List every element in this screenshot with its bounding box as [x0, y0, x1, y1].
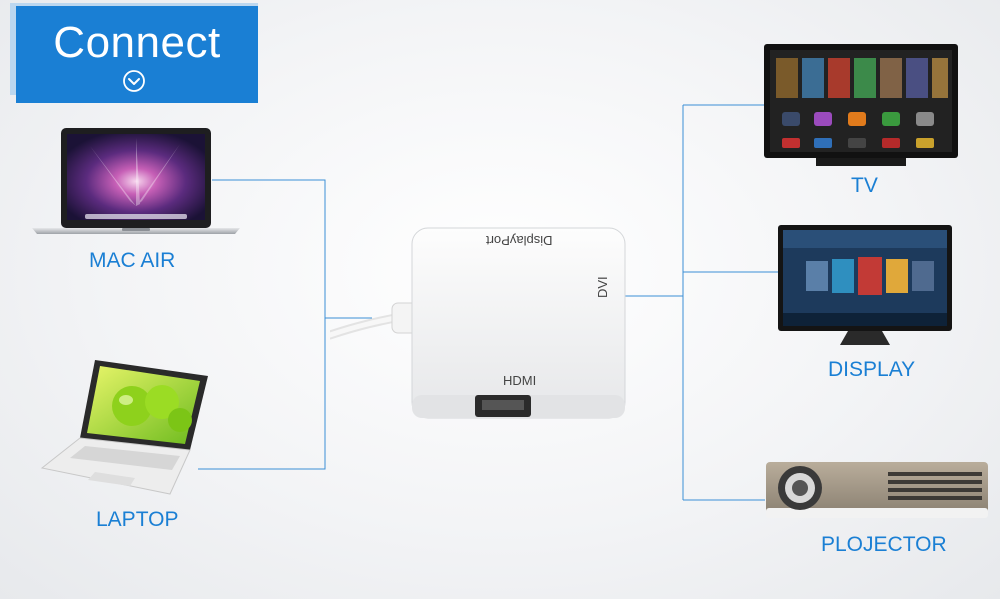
output-label-projector: PLOJECTOR — [821, 533, 947, 556]
adapter-label-hdmi: HDMI — [503, 373, 537, 388]
output-label-tv: TV — [851, 174, 878, 197]
chevron-down-circle-icon — [123, 70, 145, 92]
adapter-label-dvi: DVI — [595, 276, 610, 298]
tv-image — [764, 44, 958, 166]
header-banner: Connect — [16, 6, 258, 103]
adapter-label-displayport: DisplayPort — [486, 233, 553, 248]
line-laptop — [198, 318, 326, 470]
line-macair — [212, 179, 372, 319]
laptop-image — [40, 360, 208, 495]
display-monitor-image — [778, 225, 952, 345]
page-title: Connect — [53, 18, 221, 67]
projector-image — [766, 462, 988, 518]
adapter-image — [330, 227, 626, 419]
macbook-air-image — [32, 128, 240, 234]
output-label-display: DISPLAY — [828, 358, 916, 381]
source-label-laptop: LAPTOP — [96, 508, 179, 531]
source-label-mac-air: MAC AIR — [89, 249, 176, 272]
